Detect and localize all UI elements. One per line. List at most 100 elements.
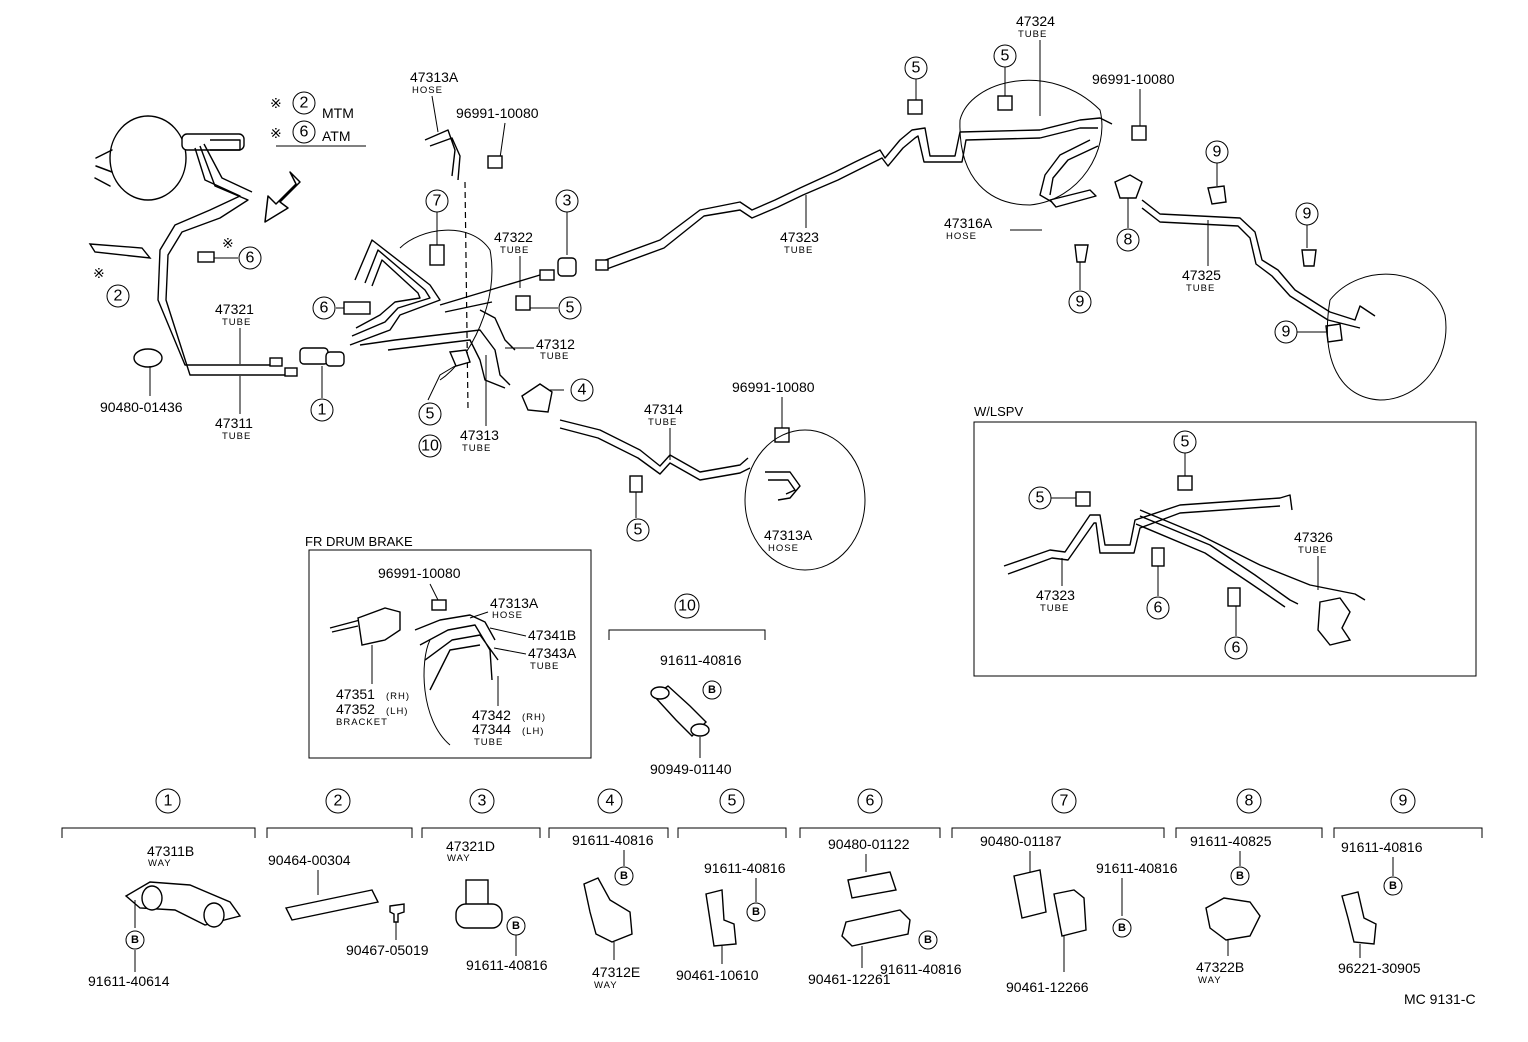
bolt-b-circle	[746, 902, 766, 922]
tube-47323-lspv-icon	[1003, 494, 1293, 575]
tube-47311-b	[203, 143, 253, 193]
group-6: 6 90480-01122 B 90461-12261 91611-40816	[799, 788, 962, 987]
clip-96991-icon	[431, 599, 447, 611]
group1-91611: 91611-40614	[88, 973, 170, 989]
clip-5-icon	[1075, 491, 1091, 507]
fr-label-47341B: 47341B	[528, 627, 576, 643]
label-47323-tube: TUBE	[784, 245, 813, 256]
fr-label-lh2: (LH)	[522, 726, 544, 737]
label-47316A-hose: HOSE	[946, 231, 977, 242]
fr-label-47343A-tube: TUBE	[530, 661, 559, 672]
lspv-callout-6b: 6	[1232, 640, 1241, 657]
clip-5-icon	[907, 99, 923, 115]
callout-circle	[310, 398, 334, 422]
hose-47313A-top-icon	[424, 129, 461, 181]
hidden-line	[464, 181, 469, 411]
group4-47312E: 47312E	[592, 964, 640, 980]
group-7: 7 90480-01187 91611-40816 B 90461-12266	[951, 788, 1178, 995]
tube-47323-icon-b	[603, 135, 1041, 271]
group4-91611: 91611-40816	[572, 832, 654, 848]
label-47322: 47322	[494, 229, 533, 245]
label-47313A-hose: HOSE	[412, 85, 443, 96]
leader-line	[431, 95, 439, 133]
group2-bracket-line	[266, 827, 413, 838]
group2-90467: 90467-05019	[346, 942, 429, 958]
label-47313-tube: TUBE	[462, 443, 491, 454]
lspv-callout-6a: 6	[1154, 600, 1163, 617]
bolt-b-circle	[1112, 918, 1132, 938]
fr-label-47343A: 47343A	[528, 645, 577, 661]
callout-circle	[1224, 636, 1248, 660]
leader-line	[429, 583, 439, 601]
label-47314: 47314	[644, 401, 683, 417]
group1-bolt-b: B	[131, 934, 139, 946]
callout-3: 3	[563, 193, 572, 210]
clamp-90480-01187-icon	[1013, 869, 1047, 919]
wlspv-frame	[973, 421, 1477, 677]
tube-47326-icon	[1135, 509, 1366, 608]
callout-9d: 9	[1282, 324, 1291, 341]
group5-num: 5	[728, 793, 737, 810]
clamp-roll-icon	[690, 723, 710, 737]
tube-47321	[157, 139, 270, 366]
callout-circle	[1146, 596, 1170, 620]
label-96991-mid: 96991-10080	[732, 379, 815, 395]
label-96991-top: 96991-10080	[456, 105, 539, 121]
item-10-group: 10 91611-40816 B 90949-01140	[608, 593, 766, 777]
item10-num: 10	[678, 598, 696, 615]
tube-47312-end	[479, 309, 516, 351]
way-8-icon	[1114, 174, 1143, 199]
group7-bracket-line	[951, 827, 1165, 838]
label-90480-01436: 90480-01436	[100, 399, 183, 415]
callout-10: 10	[421, 438, 439, 455]
callout-circle	[570, 378, 594, 402]
group2-90464: 90464-00304	[268, 852, 351, 868]
clip-9-icon	[1207, 185, 1227, 205]
tube-47325-icon	[1141, 199, 1376, 329]
fr-drum-outline-icon	[423, 639, 451, 746]
clamp-90461-10610-icon	[705, 889, 737, 947]
group-4: 4 91611-40816 B 47312E WAY	[548, 788, 669, 991]
callout-9a: 9	[1076, 294, 1085, 311]
group-3: 3 47321D WAY B 91611-40816	[421, 788, 548, 973]
tube-end-fitting	[539, 269, 555, 281]
label-47313A-mid: 47313A	[764, 527, 813, 543]
clamp-6-icon	[343, 301, 371, 315]
leader-line	[499, 122, 506, 159]
bolt-90467-icon	[389, 903, 405, 923]
tube-bundle-center	[349, 239, 441, 346]
group3-bracket-line	[421, 827, 541, 838]
leader-line	[493, 647, 527, 655]
callout-circle	[597, 788, 623, 814]
master-cylinder-icon	[181, 133, 245, 151]
wlspv-box: W/LSPV 47326 TUBE 47323 TUBE 5 5 6 6	[973, 404, 1477, 677]
callout-6: 6	[246, 250, 255, 267]
label-47313: 47313	[460, 427, 499, 443]
tube-end-fitting	[595, 259, 609, 271]
fr-label-47313A: 47313A	[490, 595, 539, 611]
callout-6b: 6	[320, 300, 329, 317]
fr-label-47351: 47351	[336, 686, 375, 702]
way-3-icon	[557, 257, 577, 277]
group4-way: WAY	[594, 980, 618, 991]
item10-label-90949: 90949-01140	[650, 761, 732, 777]
label-47321-tube: TUBE	[222, 317, 251, 328]
group8-bracket-line	[1175, 827, 1323, 838]
group6-num: 6	[866, 793, 875, 810]
callout-circle	[238, 246, 262, 270]
callout-5d: 5	[912, 60, 921, 77]
way-47321D-icon	[455, 903, 503, 929]
label-47323: 47323	[780, 229, 819, 245]
bolt-b-circle	[702, 680, 722, 700]
group6-90461: 90461-12261	[808, 971, 891, 987]
clip-6-icon	[1227, 587, 1241, 607]
long-tubes: 47323 TUBE 47314 TUBE 5 96991-10080 4731…	[559, 127, 1041, 571]
label-47325: 47325	[1182, 267, 1221, 283]
part-1-way-icon	[299, 347, 329, 365]
connector-90464-icon	[284, 889, 380, 921]
brake-booster-icon	[109, 115, 187, 201]
callout-circle	[674, 593, 700, 619]
group2-num: 2	[334, 793, 343, 810]
leader-line	[489, 627, 527, 637]
